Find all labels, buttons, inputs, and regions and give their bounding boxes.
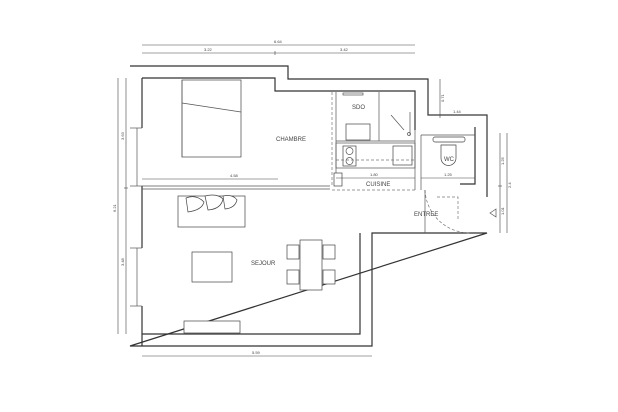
dining-table (299, 239, 323, 291)
room-label-sejour: SEJOUR (251, 261, 276, 267)
room-label-cuisine: CUISINE (366, 182, 390, 188)
chair (322, 269, 336, 285)
bed (181, 79, 242, 158)
fridge (333, 172, 343, 187)
dim-top-right: 3.42 (340, 47, 349, 52)
shower-screen (390, 114, 405, 131)
dim-right-total: 2.4 (507, 182, 512, 188)
dim-right-upper: 1.25 (500, 156, 505, 165)
room-label-entree: ENTREE (414, 212, 438, 218)
chair (322, 244, 336, 260)
entry-door-swing (424, 189, 471, 234)
dim-bottom-total: 5.59 (252, 350, 261, 355)
tv-unit (183, 320, 241, 334)
cooktop (342, 145, 357, 167)
chair (286, 244, 300, 260)
left-window-gap-upper (128, 128, 144, 186)
dim-left-lower: 3.48 (120, 257, 125, 266)
inner-wall (141, 77, 476, 346)
dim-right-lower: 1.01 (500, 206, 505, 215)
room-label-sdo: SDO (352, 105, 365, 111)
dim-upper-right-vertical: 0.71 (440, 93, 445, 102)
left-window-gap-lower (128, 248, 144, 306)
coffee-table (191, 251, 233, 283)
dim-upper-right-horizontal: 1.44 (453, 109, 462, 114)
dim-top-total: 6.64 (274, 39, 283, 44)
dim-kitchen-width: 1.80 (370, 172, 379, 177)
sink (392, 145, 413, 166)
wc-tank (432, 136, 466, 143)
dim-left-total: 6.21 (112, 203, 117, 212)
dim-sejour-width: 4.58 (230, 173, 239, 178)
chair (286, 269, 300, 285)
dim-wc-width: 1.25 (444, 172, 453, 177)
dim-left-upper: 3.63 (120, 131, 125, 140)
room-label-wc: WC (444, 157, 455, 163)
dim-top-left: 3.22 (204, 47, 213, 52)
entrance-arrow-icon (489, 208, 497, 218)
kitchen-counter (335, 142, 416, 169)
sdo-washbasin (345, 123, 371, 141)
room-label-chambre: CHAMBRE (276, 137, 306, 143)
dimension-lines (117, 44, 508, 357)
toilet (440, 144, 457, 166)
